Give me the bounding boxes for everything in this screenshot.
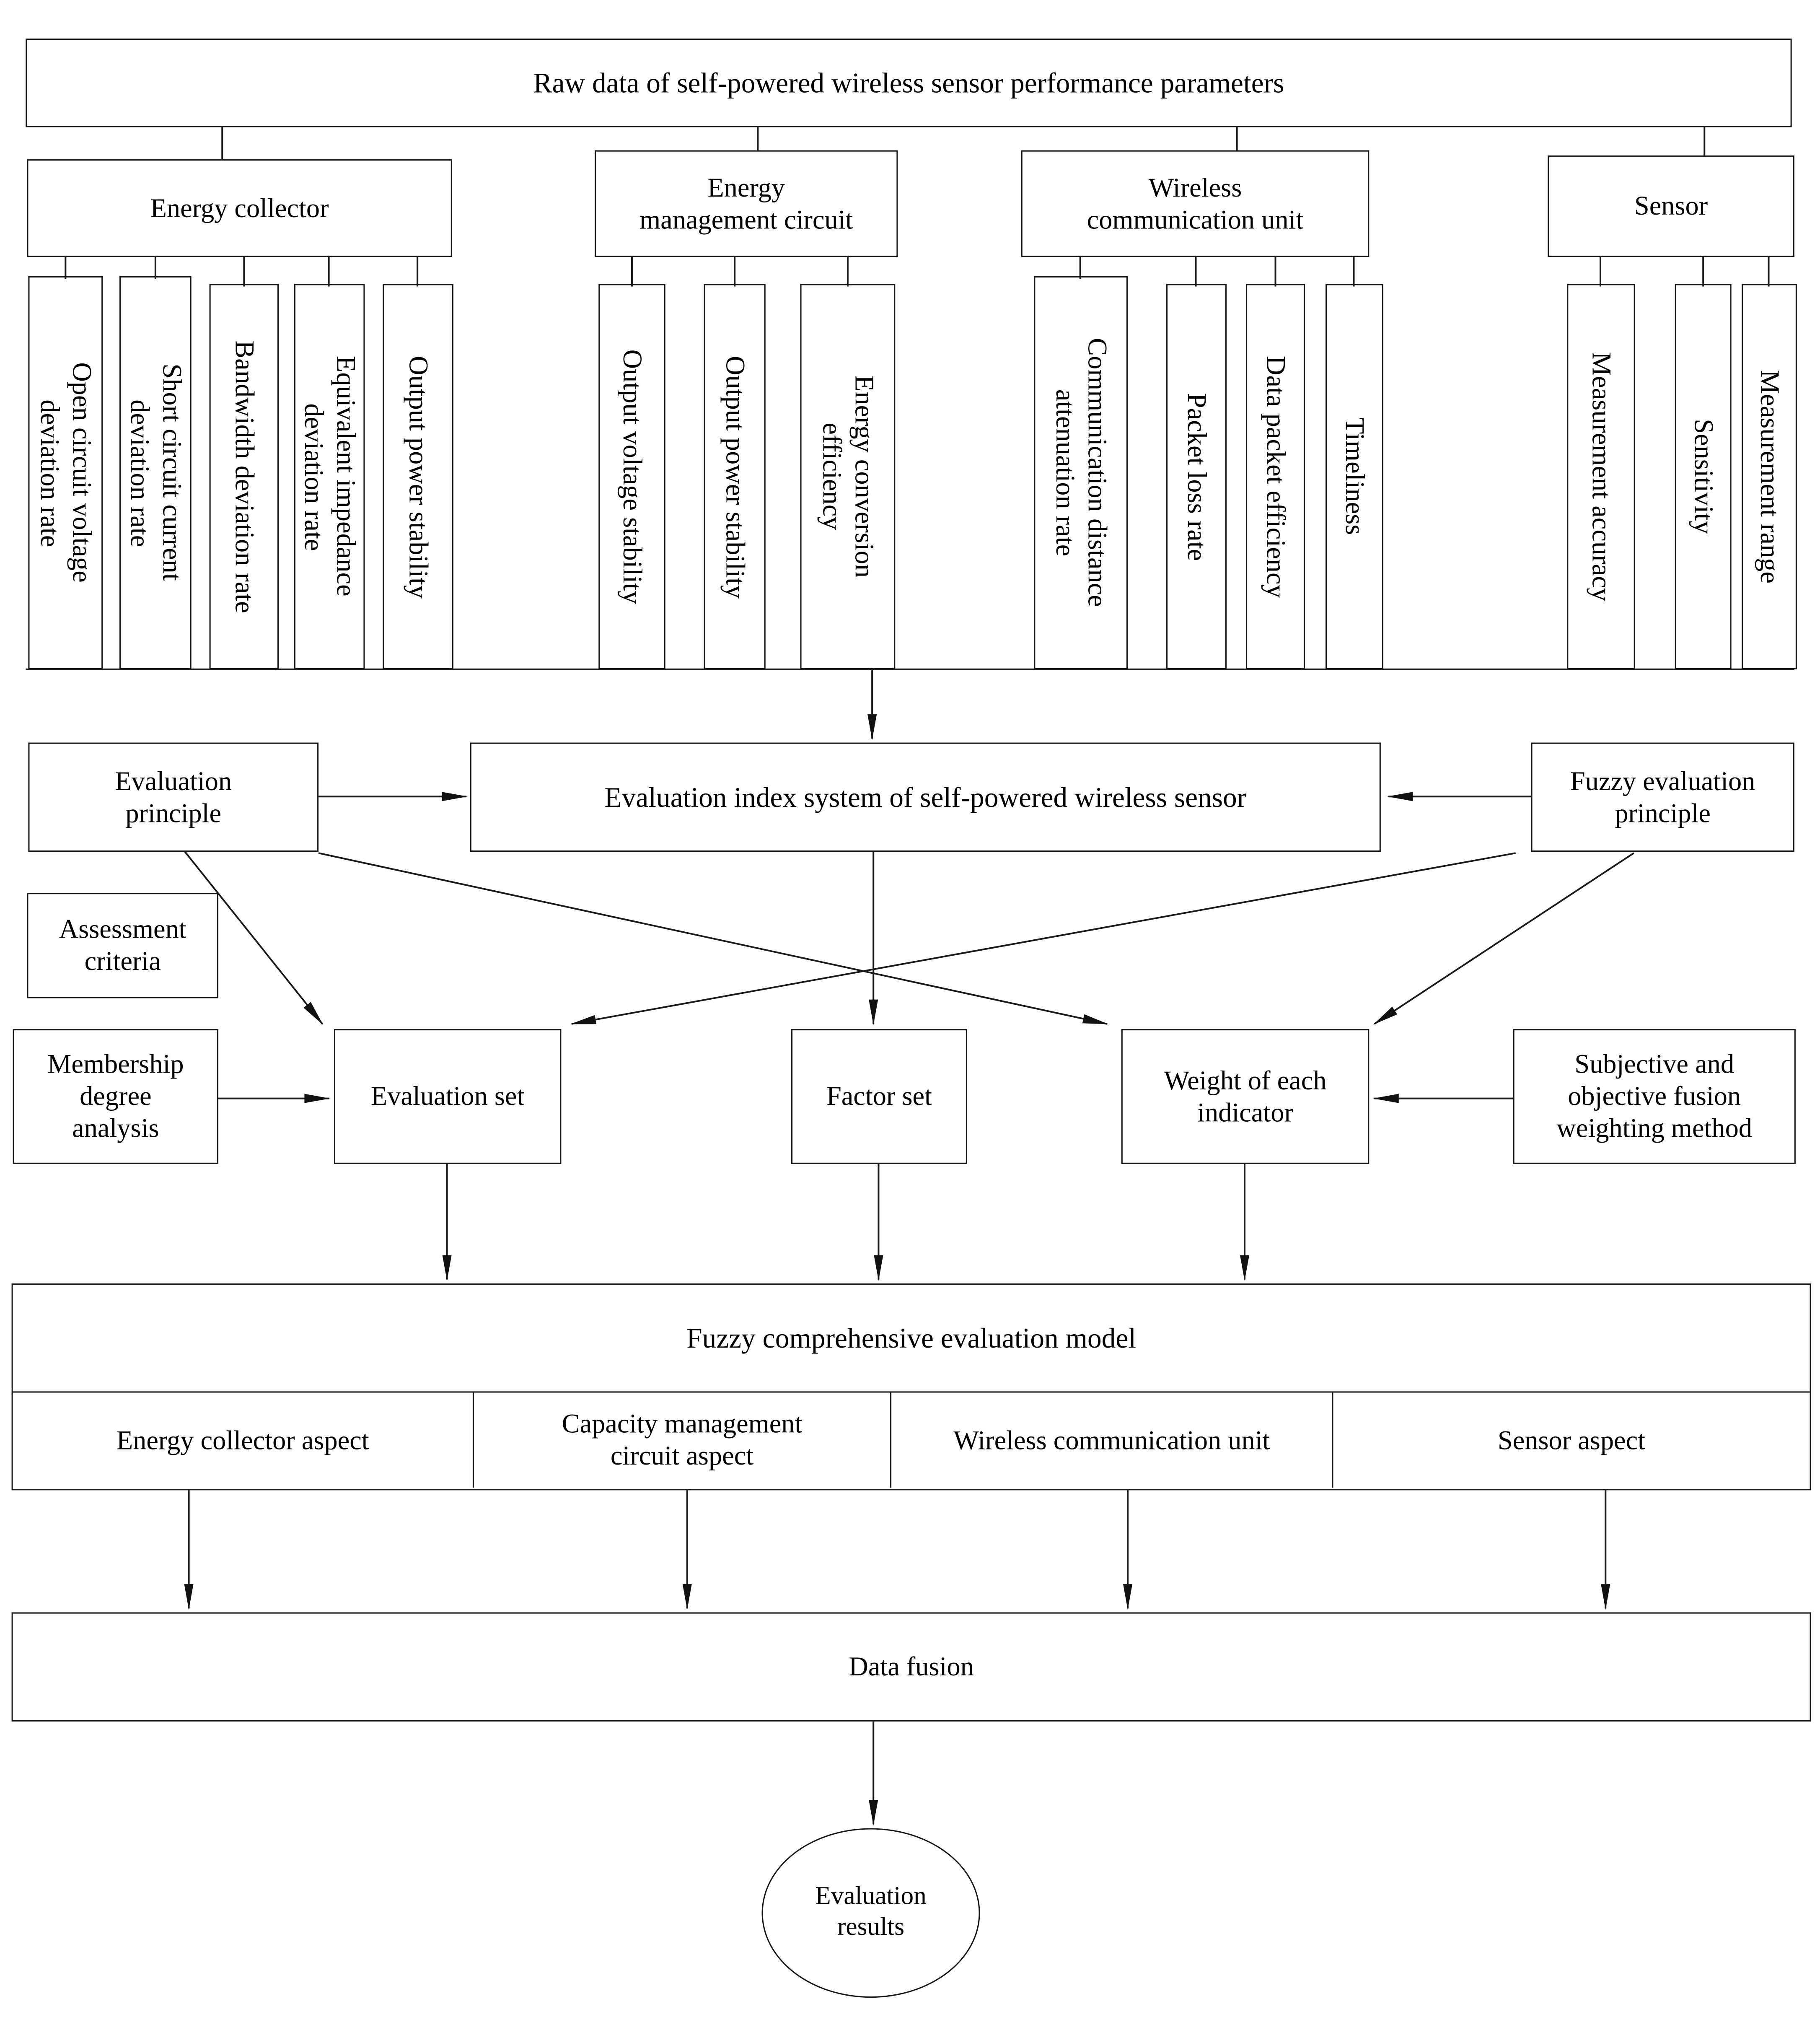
arrow-fuzzy-to-evaluation-set	[570, 852, 1516, 1025]
group-box-energy-collector: Energy collector	[27, 159, 452, 257]
leaf-label: Output power stability	[720, 355, 751, 598]
evaluation-set-label: Evaluation set	[370, 1081, 525, 1112]
leaf-label: Output voltage stability	[617, 349, 648, 604]
leaf-label: Sensitivity	[1688, 419, 1719, 534]
leaf-sensitivity: Sensitivity	[1675, 284, 1732, 669]
group-label-sensor: Sensor	[1634, 190, 1708, 221]
model-cell-label: Wireless communication unit	[953, 1424, 1270, 1455]
weight-of-each-indicator-box: Weight of each indicator	[1121, 1029, 1370, 1164]
model-cell-wireless-communication-unit: Wireless communication unit	[890, 1392, 1332, 1488]
fuzzy-evaluation-principle-label: Fuzzy evaluation principle	[1570, 765, 1755, 828]
group-box-energy-management-circuit: Energy management circuit	[595, 150, 898, 257]
leaf-measurement-accuracy: Measurement accuracy	[1567, 284, 1635, 669]
leaf-label: Short circuit current deviation rate	[124, 364, 188, 582]
leaf-label: Measurement accuracy	[1586, 352, 1617, 601]
evaluation-principle-box: Evaluation principle	[28, 742, 319, 852]
root-box: Raw data of self-powered wireless sensor…	[26, 38, 1792, 127]
leaf-label: Packet loss rate	[1181, 392, 1213, 561]
leaf-output-power-stability-emc: Output power stability	[704, 284, 766, 669]
leaf-bandwidth-deviation-rate: Bandwidth deviation rate	[209, 284, 279, 669]
leaf-output-voltage-stability: Output voltage stability	[598, 284, 665, 669]
model-cell-label: Sensor aspect	[1497, 1424, 1646, 1455]
group-label-energy-collector: Energy collector	[150, 192, 329, 223]
arrow-principle-to-weight	[318, 852, 1109, 1025]
leaf-communication-distance-attenuation-rate: Communication distance attenuation rate	[1034, 276, 1128, 669]
leaf-label: Timeliness	[1339, 417, 1371, 536]
data-fusion-label: Data fusion	[849, 1651, 974, 1682]
leaf-packet-loss-rate: Packet loss rate	[1166, 284, 1227, 669]
leaf-equivalent-impedance-deviation-rate: Equivalent impedance deviation rate	[294, 284, 365, 669]
root-label: Raw data of self-powered wireless sensor…	[533, 66, 1284, 99]
assessment-criteria-box: Assessment criteria	[27, 893, 219, 998]
leaf-label: Equivalent impedance deviation rate	[298, 356, 362, 597]
leaf-label: Measurement range	[1754, 370, 1786, 583]
fuzzy-model-box: Fuzzy comprehensive evaluation model Ene…	[11, 1283, 1811, 1491]
leaf-label: Communication distance attenuation rate	[1050, 338, 1113, 607]
leaf-output-power-stability-ec: Output power stability	[383, 284, 453, 669]
leaf-label: Output power stability	[403, 355, 434, 598]
model-cell-label: Capacity management circuit aspect	[562, 1408, 803, 1471]
group-box-sensor: Sensor	[1548, 155, 1794, 257]
assessment-criteria-label: Assessment criteria	[59, 913, 186, 977]
fuzzy-model-cells-row: Energy collector aspect Capacity managem…	[13, 1391, 1810, 1488]
fuzzy-evaluation-principle-box: Fuzzy evaluation principle	[1531, 742, 1794, 852]
leaf-data-packet-efficiency: Data packet efficiency	[1246, 284, 1305, 669]
subjective-objective-weighting-box: Subjective and objective fusion weightin…	[1513, 1029, 1796, 1164]
factor-set-label: Factor set	[826, 1081, 932, 1112]
factor-set-box: Factor set	[791, 1029, 967, 1164]
leaf-measurement-range: Measurement range	[1742, 284, 1797, 669]
leaf-label: Data packet efficiency	[1261, 355, 1292, 598]
leaf-short-circuit-current-deviation-rate: Short circuit current deviation rate	[119, 276, 192, 669]
evaluation-results-ellipse: Evaluation results	[761, 1828, 980, 1998]
leaf-label: Bandwidth deviation rate	[229, 340, 260, 613]
membership-degree-analysis-box: Membership degree analysis	[13, 1029, 219, 1164]
subjective-objective-weighting-label: Subjective and objective fusion weightin…	[1556, 1049, 1752, 1143]
group-label-wireless-communication-unit: Wireless communication unit	[1087, 171, 1304, 235]
index-system-label: Evaluation index system of self-powered …	[604, 780, 1247, 813]
model-cell-energy-collector-aspect: Energy collector aspect	[13, 1392, 473, 1488]
weight-of-each-indicator-label: Weight of each indicator	[1164, 1065, 1327, 1128]
data-fusion-box: Data fusion	[11, 1612, 1811, 1722]
membership-degree-analysis-label: Membership degree analysis	[47, 1049, 184, 1143]
model-cell-capacity-management-circuit-aspect: Capacity management circuit aspect	[472, 1392, 890, 1488]
evaluation-principle-label: Evaluation principle	[115, 765, 232, 828]
evaluation-set-box: Evaluation set	[334, 1029, 562, 1164]
index-system-box: Evaluation index system of self-powered …	[470, 742, 1381, 852]
group-box-wireless-communication-unit: Wireless communication unit	[1021, 150, 1370, 257]
leaf-timeliness: Timeliness	[1326, 284, 1384, 669]
group-label-energy-management-circuit: Energy management circuit	[639, 171, 853, 235]
leaf-open-circuit-voltage-deviation-rate: Open circuit voltage deviation rate	[28, 276, 103, 669]
leaf-label: Energy conversion efficiency	[817, 375, 880, 578]
arrow-fuzzy-to-weight	[1373, 852, 1634, 1025]
leaf-energy-conversion-efficiency: Energy conversion efficiency	[800, 284, 896, 669]
evaluation-results-label: Evaluation results	[815, 1882, 927, 1942]
model-cell-sensor-aspect: Sensor aspect	[1332, 1392, 1810, 1488]
leaf-label: Open circuit voltage deviation rate	[34, 363, 98, 583]
model-cell-label: Energy collector aspect	[116, 1424, 369, 1455]
fuzzy-model-title: Fuzzy comprehensive evaluation model	[686, 1321, 1137, 1354]
fuzzy-model-title-area: Fuzzy comprehensive evaluation model	[13, 1285, 1810, 1391]
